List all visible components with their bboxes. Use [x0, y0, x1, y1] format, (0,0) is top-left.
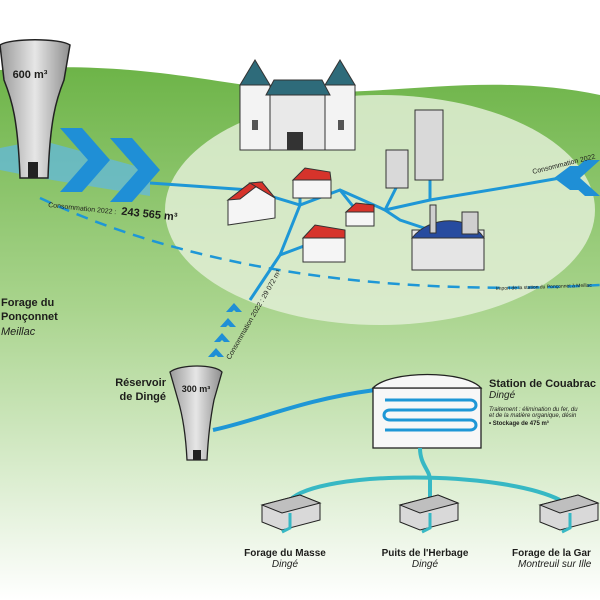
house-icon: [344, 202, 375, 227]
forage-ponconnet-label: Forage du Ponçonnet: [1, 296, 58, 324]
flow-chevron-icon: [208, 303, 242, 357]
source-masse-commune: Dingé: [271, 559, 299, 570]
station-label: Station de Couabrac Dingé Traitement : é…: [489, 378, 600, 427]
station-treatment-1: Traitement : élimination du fer, du: [489, 407, 578, 413]
borehole-icon: [538, 494, 600, 534]
station-treatment-2: et de la matière organique, désin: [489, 413, 577, 419]
source-masse: Forage du Masse Dingé: [232, 548, 338, 570]
forage-ponconnet-commune: Meillac: [1, 326, 36, 338]
source-herbage: Puits de l'Herbage Dingé: [369, 548, 481, 570]
consumption-main-value: 243 565 m³: [121, 206, 179, 224]
castle-icon: [239, 59, 356, 151]
flow-chevron-icon: [60, 128, 160, 202]
house-icon: [301, 224, 346, 263]
factory-icon: [410, 204, 485, 271]
tower-capacity: 600 m³: [13, 69, 48, 81]
reservoir-line1: Réservoir: [115, 377, 166, 389]
building-icon: [385, 109, 444, 189]
house-icon: [291, 167, 332, 199]
forage-ponconnet-line2: Ponçonnet: [1, 311, 58, 323]
import-pipe-dashed: [39, 196, 600, 289]
station-title: Station de Couabrac: [489, 378, 596, 390]
treatment-tank-icon: [371, 373, 483, 449]
source-masse-name: Forage du Masse: [244, 548, 326, 559]
reservoir-label: Réservoir de Dingé: [108, 376, 166, 404]
borehole-icon: [398, 494, 460, 534]
source-gar-commune: Montreuil sur Ille: [518, 559, 592, 570]
station-storage: • Stockage de 475 m³: [489, 421, 549, 427]
reservoir-capacity: 300 m³: [182, 384, 211, 394]
reservoir-line2: de Dingé: [119, 391, 166, 403]
import-note: Import de la station du Ponçonnet à Meil…: [496, 283, 593, 292]
pipe-reservoir-station: [212, 388, 376, 432]
source-herbage-name: Puits de l'Herbage: [381, 548, 469, 559]
source-herbage-commune: Dingé: [411, 559, 439, 570]
borehole-icon: [260, 494, 322, 534]
water-tower-icon: [0, 39, 71, 179]
water-tower-icon: [169, 365, 223, 461]
house-icon: [226, 181, 276, 226]
source-pipe-network: [288, 447, 561, 502]
source-gar-name: Forage de la Gar: [512, 548, 591, 559]
station-commune: Dingé: [489, 390, 516, 401]
source-gar: Forage de la Gar Montreuil sur Ille: [512, 548, 600, 570]
forage-ponconnet-line1: Forage du: [1, 297, 55, 309]
